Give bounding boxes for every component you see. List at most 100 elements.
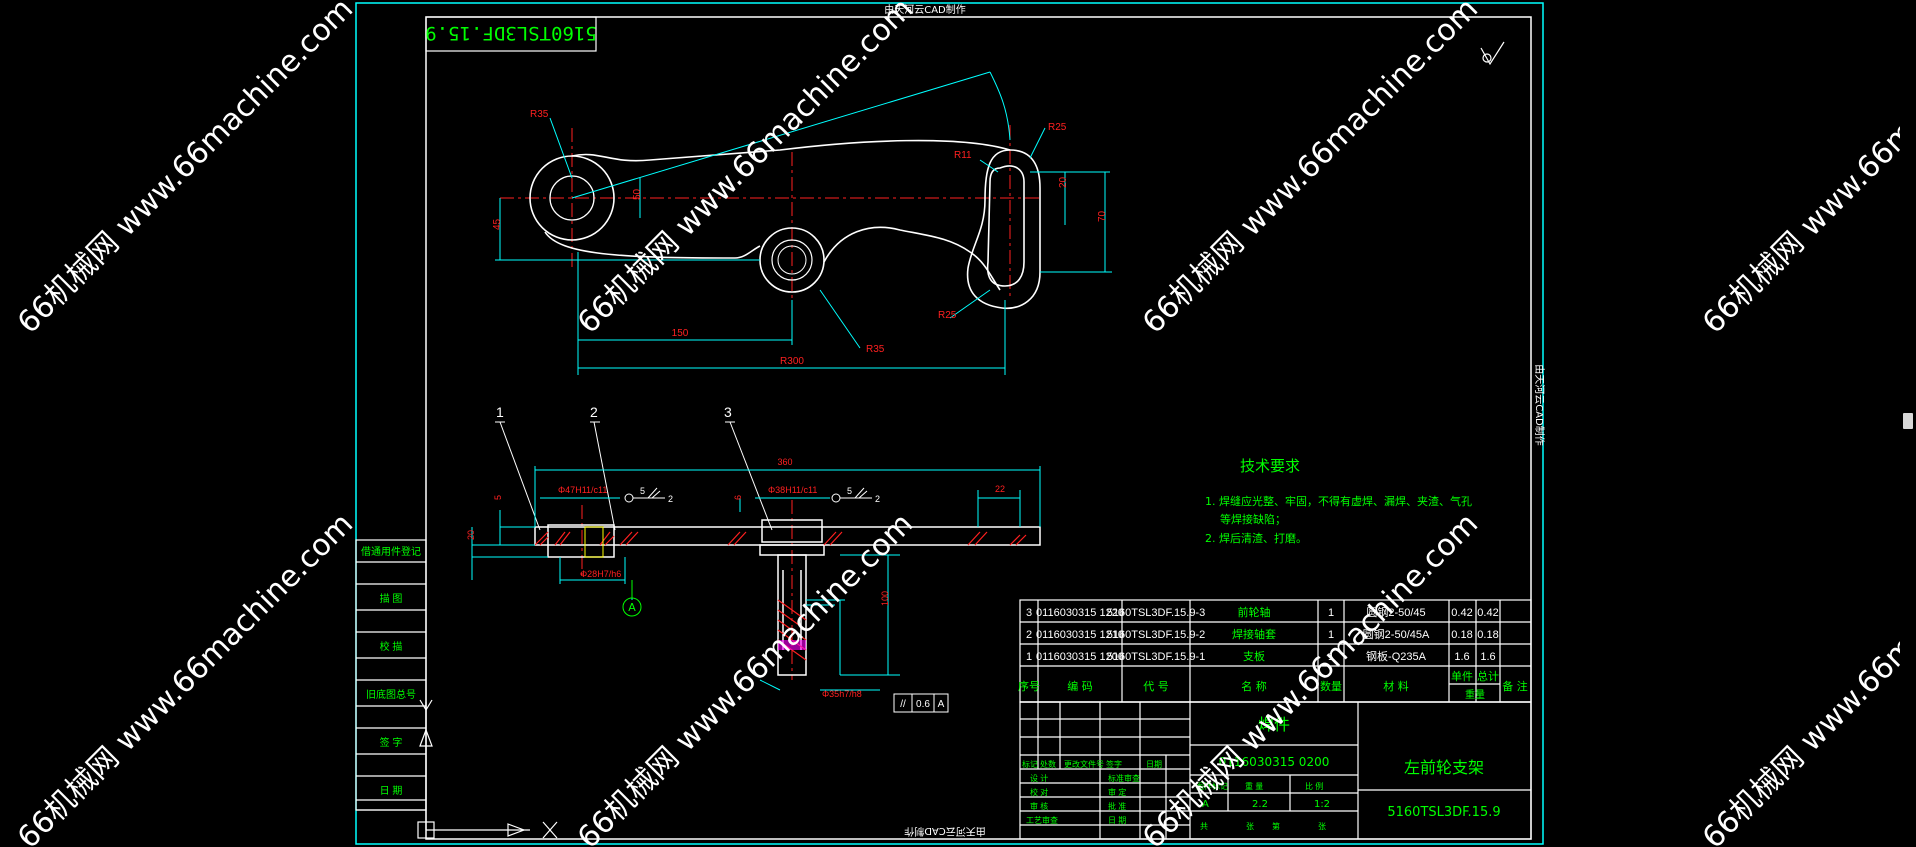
- weld-2-left: 2: [668, 494, 673, 504]
- dim-45: 45: [492, 218, 503, 230]
- top-view: R35 R25 R11 R35 R25 50 45 20 70 150 R300: [492, 71, 1112, 375]
- bom-cell: 2: [1026, 629, 1032, 641]
- tb-label-approve: 审 定: [1108, 787, 1126, 797]
- cad-tag-bottom: 由天河云CAD制作: [904, 825, 986, 838]
- tb-part-type: 焊件: [1258, 715, 1290, 734]
- tech-req-title: 技术要求: [1240, 457, 1300, 475]
- section-view: 1 2 3: [466, 404, 1041, 713]
- tb-label-sign: 签字: [1106, 759, 1122, 769]
- dim-20: 20: [1058, 176, 1069, 188]
- tb-label-count: 处数: [1040, 759, 1056, 769]
- strip-label-2: 描 图: [380, 592, 403, 605]
- bom-cell: 支板: [1243, 649, 1265, 663]
- dim-22: 22: [995, 484, 1005, 494]
- tb-drawing-no: 5160TSL3DF.15.9: [1387, 805, 1500, 820]
- bom-cell: 1.6: [1454, 651, 1469, 663]
- dim-r35-bottom: R35: [866, 344, 885, 355]
- bom-cell: 5160TSL3DF.15.9-3: [1107, 607, 1205, 619]
- bom-cell: 1.6: [1480, 651, 1495, 663]
- watermark-text: 66机械网 www.66machine.com: [11, 0, 360, 341]
- watermarks: 66机械网 www.66machine.com 66机械网 www.66machi…: [11, 0, 1916, 847]
- dim-70: 70: [1097, 210, 1108, 222]
- bom-cell: 5160TSL3DF.15.9-2: [1107, 629, 1205, 641]
- tb-stage: A: [1202, 799, 1209, 810]
- bom-cell: 钢板-Q235A: [1366, 649, 1427, 663]
- tb-label-design: 设 计: [1030, 773, 1048, 783]
- tb-label-ratify: 批 准: [1108, 801, 1126, 811]
- watermark-text: 66机械网 www.66machine.com: [11, 506, 360, 847]
- tech-req-item-1: 1. 焊缝应光整、牢固，不得有虚焊、漏焊、夹渣、气孔: [1205, 494, 1472, 508]
- dim-50: 50: [632, 188, 643, 200]
- roughness-icon: [1480, 41, 1505, 66]
- tb-weight: 2.2: [1252, 799, 1268, 810]
- bom-cell: 0116030315 1200: [1036, 651, 1124, 663]
- tb-label-process: 工艺审查: [1026, 815, 1058, 825]
- balloon-1: 1: [496, 404, 504, 420]
- bom-cell: 前轮轴: [1238, 605, 1271, 619]
- tb-label-review: 审 核: [1030, 801, 1048, 811]
- dim-d28: Φ28H7/h6: [580, 569, 621, 579]
- dim-5-left: 5: [493, 495, 503, 500]
- tol-datum: A: [938, 699, 945, 710]
- bom-cell: 3: [1026, 607, 1032, 619]
- bom-header-cell: 编 码: [1067, 679, 1093, 693]
- weld-2-right: 2: [875, 494, 880, 504]
- watermark-text: 66机械网 www.66machine.com: [1136, 506, 1485, 847]
- dim-r25-bottom: R25: [938, 310, 957, 321]
- watermark-text: 66机械网 www.66machine.com: [1696, 506, 1916, 847]
- code-box: [425, 16, 597, 52]
- dim-360: 360: [777, 457, 792, 467]
- tb-label-mark: 标记: [1022, 759, 1038, 769]
- dim-d47: Φ47H11/c11: [558, 485, 607, 495]
- tb-label-date2: 日 期: [1108, 816, 1126, 825]
- bom-header-cell: 总计: [1477, 669, 1499, 683]
- balloon-2: 2: [590, 404, 598, 420]
- weld-5-left: 5: [640, 486, 645, 496]
- bom-cell: 0116030315 1210: [1036, 629, 1124, 641]
- dim-d38: Φ38H11/c11: [768, 485, 817, 495]
- scrollbar-thumb[interactable]: [1903, 413, 1913, 429]
- bom-cell: 0.18: [1451, 629, 1472, 641]
- bom-header-cell: 单件: [1451, 670, 1473, 683]
- vertical-scrollbar[interactable]: [1900, 0, 1916, 847]
- inner-frame: [425, 16, 1532, 840]
- dim-r300: R300: [780, 356, 804, 367]
- bom-header-cell: 数量: [1320, 680, 1342, 693]
- tb-label-change: 更改文件号: [1064, 759, 1104, 769]
- left-strip: [355, 539, 427, 811]
- bom-header-cell: 名 称: [1241, 679, 1267, 693]
- title-block: [1019, 701, 1532, 840]
- dim-20-left: 20: [466, 530, 476, 540]
- watermark-text: 66机械网 www.66machine.com: [1696, 0, 1916, 341]
- bom-header: 序号编 码代 号名 称数量材 料单件总计备 注: [1018, 669, 1528, 693]
- dim-6: 6: [733, 495, 743, 500]
- strip-label-6: 日 期: [380, 785, 403, 797]
- strip-label-4: 旧底图总号: [366, 688, 416, 701]
- ucs-icon[interactable]: [417, 699, 558, 839]
- bom-cell: 5160TSL3DF.15.9-1: [1107, 651, 1205, 663]
- tb-col-stage: 图样标记: [1196, 781, 1228, 791]
- bom-cell: 0116030315 1220: [1036, 607, 1124, 619]
- tb-sheet-total: 共: [1200, 822, 1208, 831]
- bom-cell: 圆钢2-50/45: [1366, 606, 1425, 619]
- bom-header-cell: 序号: [1018, 679, 1040, 693]
- bom-header-cell: 备 注: [1502, 679, 1528, 693]
- tb-sheet-unit1: 张: [1246, 822, 1254, 831]
- tb-scale: 1:2: [1314, 799, 1330, 810]
- tb-label-date: 日期: [1146, 760, 1162, 769]
- code-box-text: 5160TSL3DF.15.9: [425, 22, 597, 44]
- bom-cell: 焊接轴套: [1232, 627, 1276, 641]
- tol-symbol: //: [900, 699, 906, 710]
- dim-r25-right: R25: [1048, 122, 1067, 133]
- bom-weight-label: 重量: [1465, 688, 1485, 701]
- watermark-text: 66机械网 www.66machine.com: [571, 506, 920, 847]
- dim-d35: Φ35h7/h8: [822, 689, 862, 699]
- bom-cell: 1: [1328, 607, 1334, 619]
- dim-100: 100: [880, 591, 890, 606]
- strip-label-5: 签 字: [380, 736, 403, 749]
- tb-sheet-no: 第: [1272, 821, 1280, 831]
- tb-part-code: 0116030315 0200: [1219, 755, 1330, 769]
- strip-label-3: 校 描: [380, 640, 403, 653]
